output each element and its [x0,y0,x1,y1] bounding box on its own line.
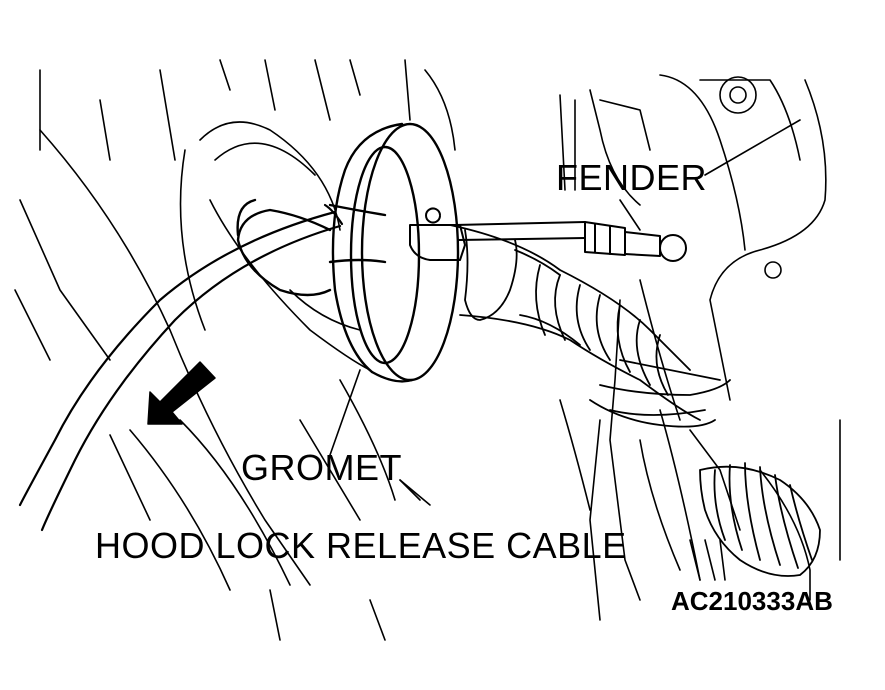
arrow-down-left-icon [147,361,216,425]
code-leader-2 [704,539,716,581]
fender-leader-2 [704,119,801,176]
figure-code: AC210333AB [671,586,833,616]
gromet-label: GROMET [241,447,402,488]
grommet-shape [236,122,460,383]
cable-fitting [409,207,687,262]
fender-leader [619,199,641,231]
code-leader-3 [719,539,726,581]
wiring-harness [449,224,821,577]
code-leader-1 [689,539,701,581]
cable-leader [109,434,151,521]
fender-label: FENDER [556,157,708,198]
cable-label: HOOD LOCK RELEASE CABLE [95,525,627,566]
release-cable [18,203,344,532]
leader-lines [109,119,801,581]
gromet-leader [329,369,361,456]
